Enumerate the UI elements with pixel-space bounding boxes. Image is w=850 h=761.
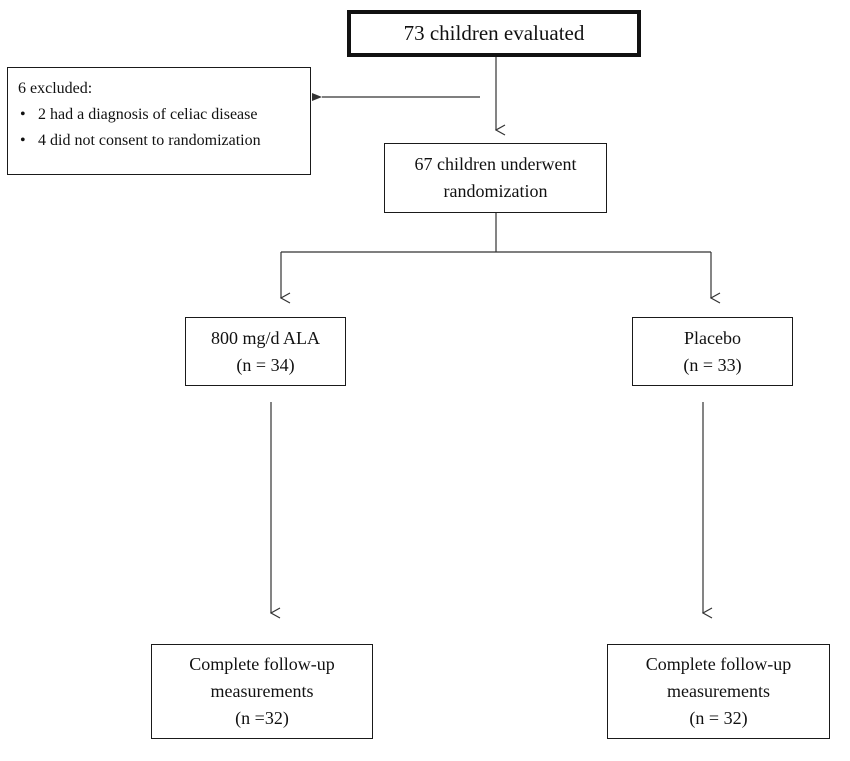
excluded-list: 2 had a diagnosis of celiac disease 4 di… — [18, 102, 300, 154]
placebo-followup-line1: Complete follow-up — [645, 654, 792, 674]
evaluated-box: 73 children evaluated — [347, 10, 641, 57]
excluded-title: 6 excluded: — [18, 80, 93, 97]
excluded-box: 6 excluded: 2 had a diagnosis of celiac … — [7, 67, 311, 175]
placebo-followup-line2: measurements — [667, 681, 770, 701]
randomized-box: 67 children underwent randomization — [384, 143, 607, 213]
ala-followup-line2: measurements — [210, 681, 314, 701]
excluded-item: 2 had a diagnosis of celiac disease — [18, 102, 300, 128]
evaluated-label: 73 children evaluated — [403, 21, 585, 45]
ala-followup-count: (n =32) — [235, 708, 289, 728]
ala-arm-box: 800 mg/d ALA (n = 34) — [185, 317, 346, 386]
ala-arm-count: (n = 34) — [236, 354, 295, 375]
placebo-arm-label: Placebo — [684, 327, 741, 348]
placebo-followup-count: (n = 32) — [689, 708, 748, 728]
placebo-followup-box: Complete follow-up measurements (n = 32) — [607, 644, 830, 739]
excluded-item: 4 did not consent to randomization — [18, 128, 300, 154]
placebo-arm-count: (n = 33) — [683, 354, 742, 375]
ala-followup-box: Complete follow-up measurements (n =32) — [151, 644, 373, 739]
placebo-arm-box: Placebo (n = 33) — [632, 317, 793, 386]
randomized-line2: randomization — [443, 181, 548, 201]
randomized-line1: 67 children underwent — [414, 154, 577, 174]
ala-followup-line1: Complete follow-up — [189, 654, 335, 674]
ala-arm-label: 800 mg/d ALA — [210, 327, 320, 348]
